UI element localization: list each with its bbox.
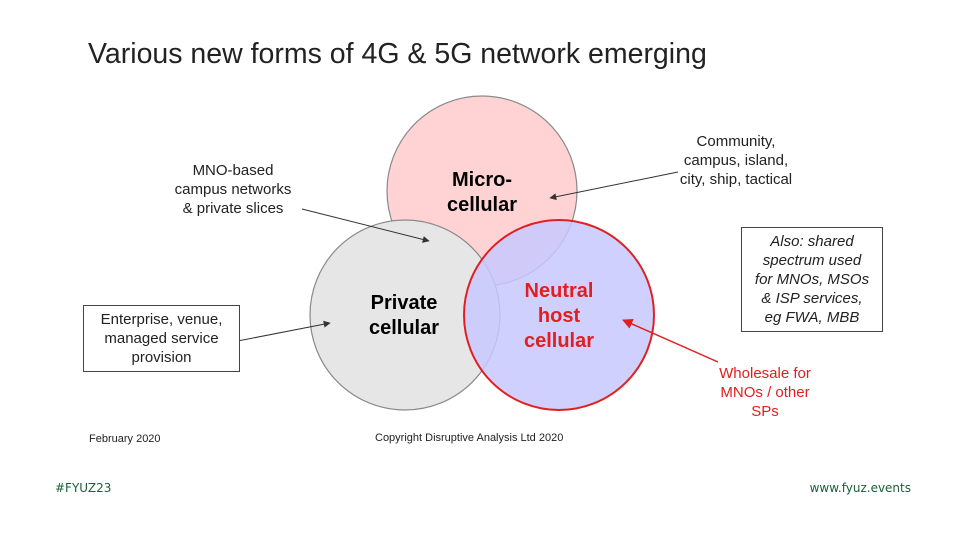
micro-cellular-label: Micro- cellular: [432, 168, 532, 218]
private-label-line-2: cellular: [368, 317, 440, 339]
neutral-label-line-2: host: [537, 305, 581, 327]
also-line-3: for MNOs, MSOs: [754, 271, 870, 288]
wholesale-line-1: Wholesale for: [719, 365, 811, 382]
community-line-3: city, ship, tactical: [679, 171, 793, 188]
copyright-note: Copyright Disruptive Analysis Ltd 2020: [375, 432, 564, 444]
mno-line-1: MNO-based: [192, 162, 274, 179]
date-note: February 2020: [89, 433, 161, 445]
neutral-label-line-3: cellular: [523, 330, 595, 352]
wholesale-line-2: MNOs / other: [720, 384, 810, 401]
enterprise-line-1: Enterprise, venue,: [100, 311, 223, 328]
enterprise-line-2: managed service: [104, 330, 219, 347]
neutral-label-line-1: Neutral: [524, 280, 594, 302]
private-label-line-1: Private: [370, 292, 438, 314]
enterprise-line-3: provision: [131, 349, 192, 366]
footer-hashtag: #FYUZ23: [55, 481, 112, 495]
micro-label-line-1: Micro-: [452, 169, 512, 191]
also-line-1: Also: shared: [770, 233, 854, 250]
wholesale-callout: Wholesale for MNOs / other SPs: [700, 364, 830, 421]
community-arrow: [549, 171, 679, 201]
wholesale-arrow: [622, 319, 719, 363]
community-line-1: Community,: [696, 133, 776, 150]
mno-line-2: campus networks: [174, 181, 292, 198]
community-line-2: campus, island,: [683, 152, 789, 169]
neutral-host-circle: [463, 219, 655, 411]
private-cellular-label: Private cellular: [354, 291, 454, 341]
mno-line-3: & private slices: [182, 200, 284, 217]
wholesale-line-3: SPs: [751, 403, 779, 420]
community-callout: Community, campus, island, city, ship, t…: [668, 132, 804, 189]
enterprise-callout-box: Enterprise, venue, managed service provi…: [83, 305, 240, 372]
neutral-host-label: Neutral host cellular: [499, 279, 619, 354]
slide-title: Various new forms of 4G & 5G network eme…: [88, 38, 707, 70]
footer-website[interactable]: www.fyuz.events: [809, 481, 911, 495]
also-line-4: & ISP services,: [761, 290, 863, 307]
mno-based-callout: MNO-based campus networks & private slic…: [163, 161, 303, 218]
also-line-2: spectrum used: [762, 252, 862, 269]
also-line-5: eg FWA, MBB: [764, 309, 860, 326]
mno-arrow: [301, 208, 430, 243]
micro-label-line-2: cellular: [446, 194, 518, 216]
also-shared-callout-box: Also: shared spectrum used for MNOs, MSO…: [741, 227, 883, 332]
